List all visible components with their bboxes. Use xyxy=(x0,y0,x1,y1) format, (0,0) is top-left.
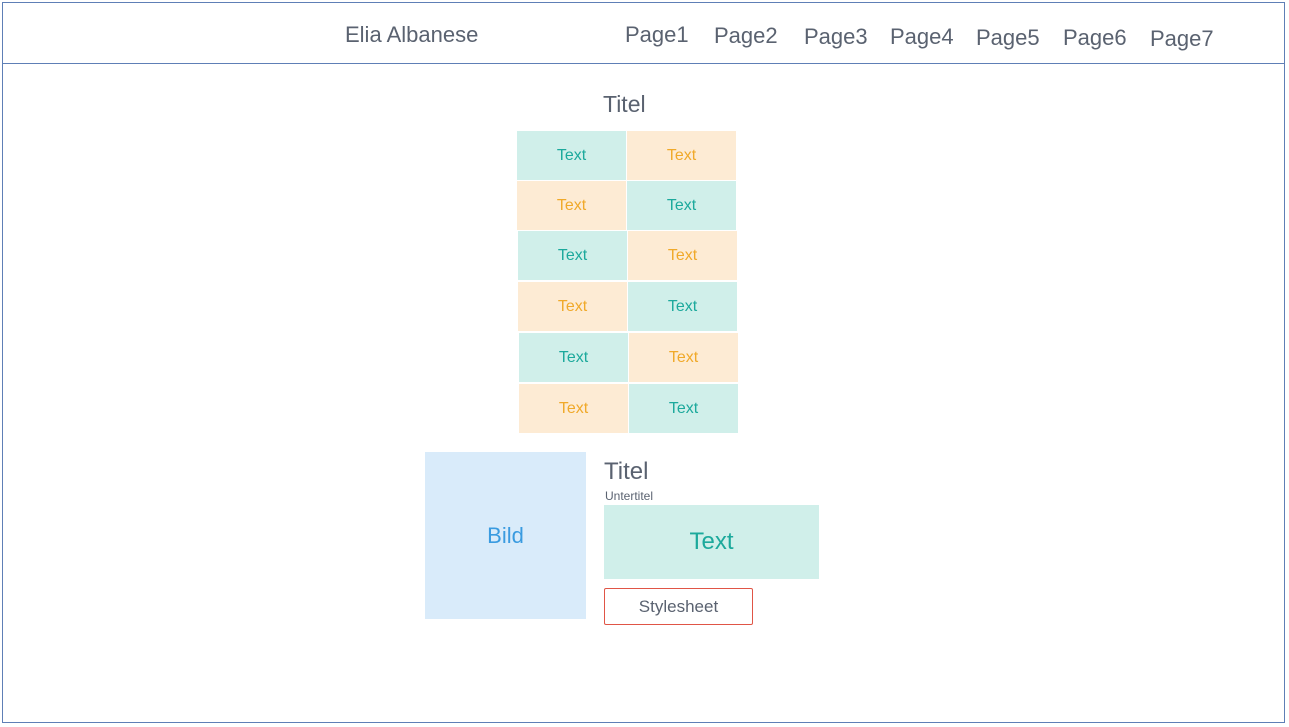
card-subtitle: Untertitel xyxy=(605,489,654,503)
grid-cell: Text xyxy=(627,181,736,230)
grid-cell: Text xyxy=(517,181,626,230)
grid-cell: Text xyxy=(519,333,628,382)
stylesheet-button[interactable]: Stylesheet xyxy=(604,588,753,625)
grid-cell: Text xyxy=(629,333,738,382)
stylesheet-button-label: Stylesheet xyxy=(638,596,719,616)
site-brand[interactable]: Elia Albanese xyxy=(345,22,479,47)
nav-item-page6[interactable]: Page6 xyxy=(1063,25,1127,50)
grid-cell: Text xyxy=(628,282,737,331)
nav-item-page7[interactable]: Page7 xyxy=(1150,26,1214,51)
image-placeholder: Bild xyxy=(425,452,586,619)
grid-cell: Text xyxy=(629,384,738,433)
nav-item-page4[interactable]: Page4 xyxy=(890,24,954,49)
card-text-block: Text xyxy=(604,505,819,579)
header-bar: Elia Albanese Page1 Page2 Page3 Page4 Pa… xyxy=(2,2,1285,64)
nav-item-page3[interactable]: Page3 xyxy=(804,24,868,49)
grid-cell: Text xyxy=(628,231,737,280)
nav-item-page2[interactable]: Page2 xyxy=(714,23,778,48)
grid-cell: Text xyxy=(519,384,628,433)
card-text: Text xyxy=(689,528,734,555)
grid-cell: Text xyxy=(518,282,627,331)
section-title: Titel xyxy=(603,91,646,117)
grid-cell: Text xyxy=(627,131,736,180)
image-label: Bild xyxy=(487,522,524,548)
grid-cell: Text xyxy=(518,231,627,280)
nav-item-page1[interactable]: Page1 xyxy=(625,22,689,47)
card-title: Titel xyxy=(604,458,649,485)
grid-cell: Text xyxy=(517,131,626,180)
nav-item-page5[interactable]: Page5 xyxy=(976,25,1040,50)
